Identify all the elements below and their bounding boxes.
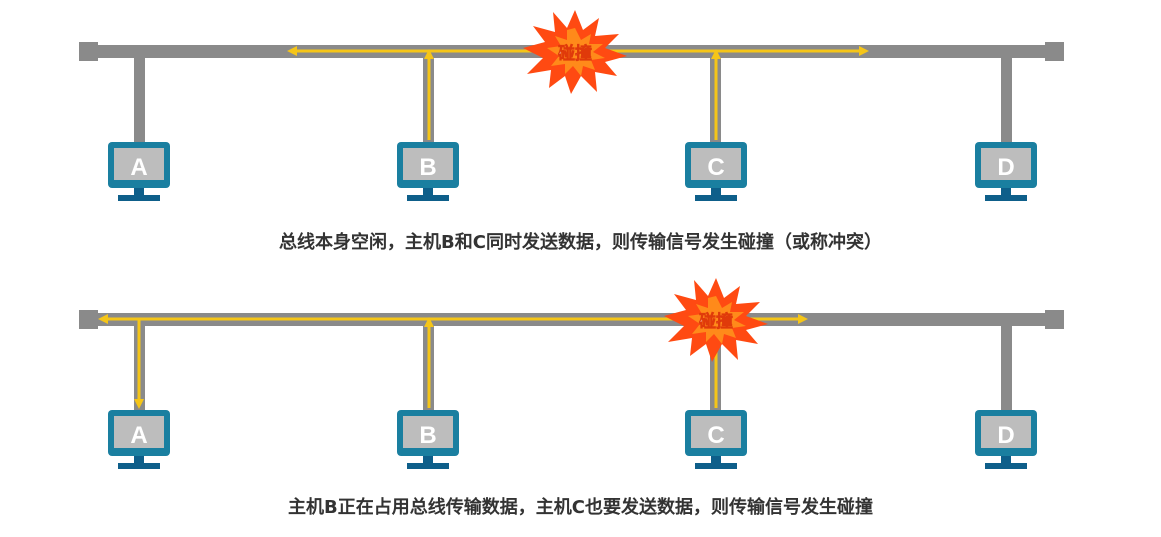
host-a-2: A [108, 410, 170, 469]
caption-scenario-2: 主机B正在占用总线传输数据，主机C也要发送数据，则传输信号发生碰撞 [288, 497, 873, 518]
collision-burst-2: 碰撞 [664, 278, 768, 362]
host-label-c-1: C [707, 154, 724, 181]
host-c-2: C [685, 410, 747, 469]
host-label-a-2: A [130, 422, 147, 449]
host-d-1: D [975, 142, 1037, 201]
host-label-b-2: B [419, 422, 436, 449]
collision-label-1: 碰撞 [558, 43, 592, 64]
drop-line-d-2 [1001, 324, 1012, 412]
host-b-1: B [397, 142, 459, 201]
collision-label-2: 碰撞 [699, 311, 733, 332]
signal-c-1 [590, 46, 869, 140]
signal-b-2 [98, 314, 700, 409]
host-label-d-2: D [997, 422, 1014, 449]
collision-burst-1: 碰撞 [523, 10, 627, 94]
host-label-b-1: B [419, 154, 436, 181]
host-label-a-1: A [130, 154, 147, 181]
drop-line-a-1 [134, 56, 145, 145]
host-d-2: D [975, 410, 1037, 469]
host-label-d-1: D [997, 154, 1014, 181]
host-a-1: A [108, 142, 170, 201]
host-label-c-2: C [707, 422, 724, 449]
scenario-1: 碰撞 A B C D [79, 10, 1064, 201]
host-c-1: C [685, 142, 747, 201]
drop-line-d-1 [1001, 56, 1012, 145]
caption-scenario-1: 总线本身空闲，主机B和C同时发送数据，则传输信号发生碰撞（或称冲突） [279, 232, 882, 253]
host-b-2: B [397, 410, 459, 469]
scenario-2: 碰撞 A B C D [79, 278, 1064, 469]
